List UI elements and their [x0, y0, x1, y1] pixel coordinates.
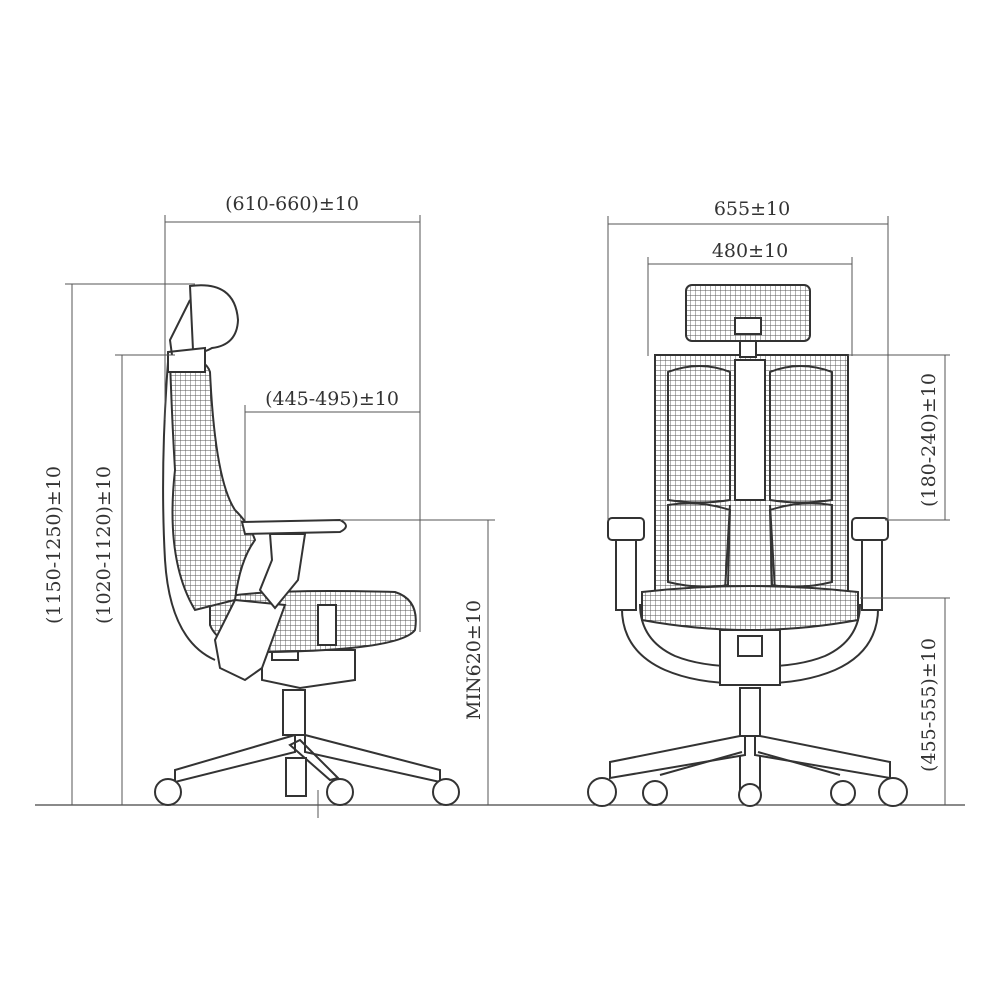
arm-adjust-dimension: (180-240)±10	[848, 354, 950, 521]
overall-width-dimension: 655±10	[607, 198, 889, 520]
arm-adjust-label: (180-240)±10	[918, 373, 940, 507]
seat-height-dimension: (455-555)±10	[860, 597, 950, 805]
back-width-label: 480±10	[712, 240, 788, 262]
back-height-label: (1020-1120)±10	[93, 466, 115, 624]
seat-depth-dimension: (445-495)±10	[244, 388, 420, 520]
front-view-chair	[587, 284, 908, 807]
side-depth-dimension: (610-660)±10	[164, 193, 421, 632]
arm-height-label: MIN620±10	[463, 600, 485, 720]
seat-depth-label: (445-495)±10	[265, 388, 399, 410]
back-width-dimension: 480±10	[647, 240, 853, 356]
side-view-chair	[154, 284, 460, 806]
side-depth-label: (610-660)±10	[225, 193, 359, 215]
total-height-dimension: (1150-1250)±10	[43, 283, 195, 805]
overall-width-label: 655±10	[714, 198, 790, 220]
seat-height-label: (455-555)±10	[918, 638, 940, 772]
arm-height-dimension: MIN620±10	[340, 519, 495, 805]
back-height-dimension: (1020-1120)±10	[93, 354, 175, 805]
total-height-label: (1150-1250)±10	[43, 466, 65, 624]
